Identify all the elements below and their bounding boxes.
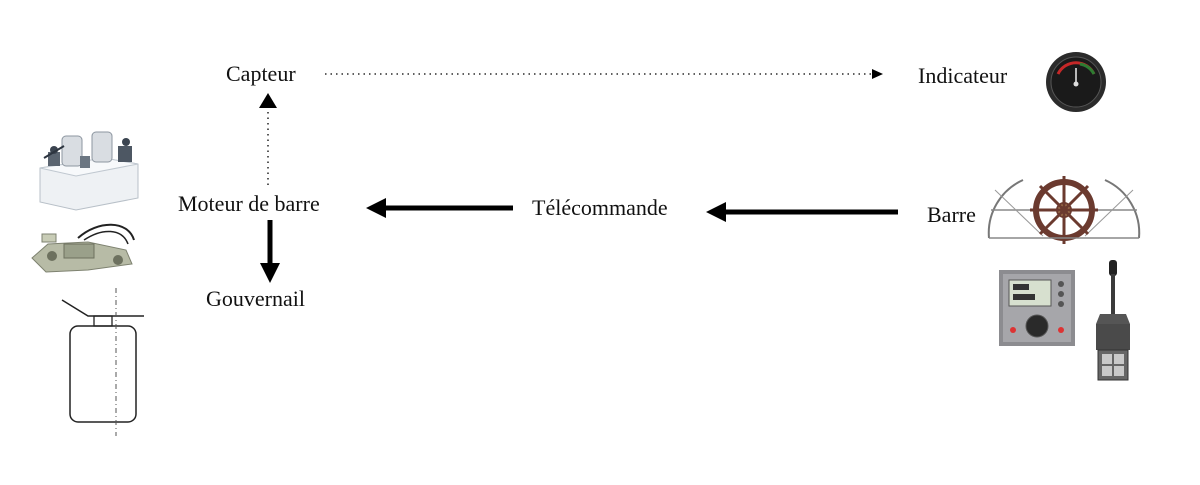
rudder-outline-image [61, 288, 144, 436]
autopilot-control-panel-image [999, 270, 1075, 346]
edge-capteur-indicateur [325, 69, 883, 79]
node-gouvernail: Gouvernail [206, 286, 305, 311]
node-indicateur: Indicateur [918, 63, 1008, 88]
edge-moteur-gouvernail [260, 220, 280, 283]
ship-wheel-image [987, 176, 1141, 244]
edge-barre-telecommande [706, 202, 898, 222]
node-barre: Barre [927, 202, 976, 227]
node-moteur-de-barre: Moteur de barre [178, 191, 320, 216]
linear-actuator-image [31, 223, 135, 273]
hydraulic-power-unit-image [39, 131, 139, 211]
edge-telecommande-moteur [366, 198, 513, 218]
node-capteur: Capteur [226, 61, 296, 86]
rudder-angle-gauge-image [1046, 52, 1106, 112]
joystick-lever-image [1096, 260, 1130, 381]
node-telecommande: Télécommande [532, 195, 668, 220]
edge-moteur-capteur [259, 93, 277, 185]
